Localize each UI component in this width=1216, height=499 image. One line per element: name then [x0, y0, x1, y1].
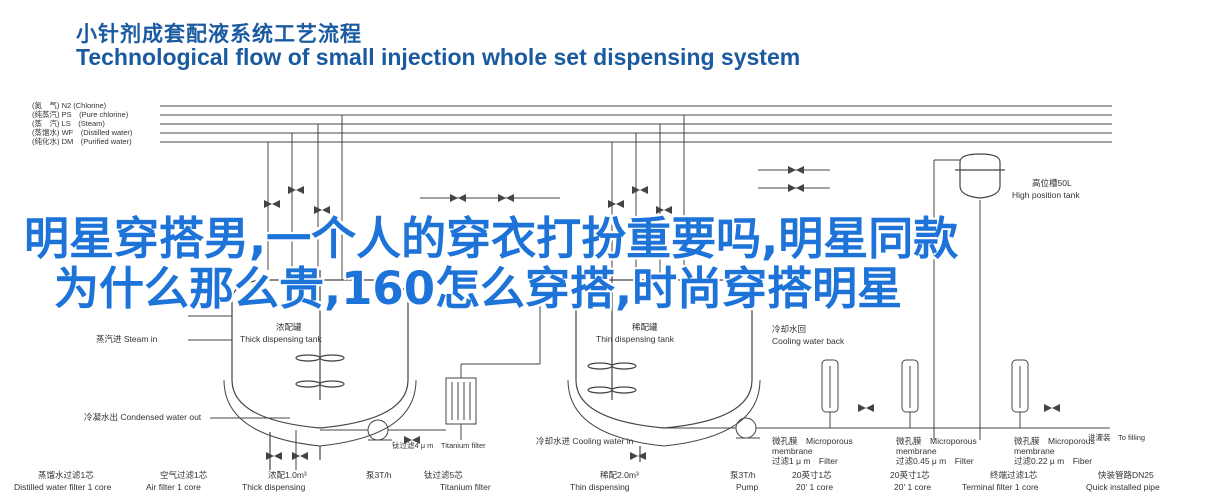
- bottom-label-cn: 蒸馏水过滤1芯: [38, 470, 94, 480]
- bottom-label-en: Quick installed pipe: [1086, 482, 1160, 492]
- label-steam-in: 蒸汽进 Steam in: [96, 334, 158, 344]
- label-high-tank-en: High position tank: [1012, 190, 1080, 200]
- label-membrane-1b: membrane: [772, 446, 813, 456]
- bottom-label-cn: 快装管路DN25: [1098, 470, 1154, 480]
- label-membrane-1a: 微孔膜 Microporous: [772, 436, 853, 446]
- label-cooling-back-en: Cooling water back: [772, 336, 845, 346]
- label-cooling-in: 冷却水进 Cooling water in: [536, 436, 634, 446]
- titanium-filter: [445, 300, 541, 440]
- bottom-label-cn: 20英寸1芯: [792, 470, 832, 480]
- label-membrane-2c: 过滤0.45 μ m Filter: [896, 456, 974, 466]
- overlay-headline-line2: 为什么那么贵,160怎么穿搭,时尚穿搭明星: [54, 262, 903, 315]
- legend-dm: (纯化水) DM (Purified water): [32, 136, 132, 146]
- bottom-label-cn: 浓配1.0m³: [268, 470, 307, 480]
- legend-wf: (蒸馏水) WF (Distilled water): [32, 127, 133, 137]
- label-thick-tank-cn: 浓配罐: [276, 322, 302, 332]
- bottom-label-cn: 泵3T/h: [730, 470, 756, 480]
- high-position-tank: [955, 153, 1005, 199]
- utility-legend: (氮 气) N2 (Chlorine) (纯蒸汽) PS (Pure chlor…: [32, 100, 133, 146]
- bottom-label-cn: 钛过滤5芯: [424, 470, 463, 480]
- valves: [264, 166, 1060, 460]
- bottom-label-en: 20' 1 core: [796, 482, 833, 492]
- bottom-label-cn: 泵3T/h: [366, 470, 392, 480]
- bottom-label-en: Thick dispensing: [242, 482, 306, 492]
- page-title-cn: 小针剂成套配液系统工艺流程: [76, 22, 362, 46]
- label-membrane-3a: 微孔膜 Microporous: [1014, 436, 1095, 446]
- label-membrane-2b: membrane: [896, 446, 937, 456]
- thin-dispensing-tank: [567, 270, 761, 462]
- label-condensed-out: 冷凝水出 Condensed water out: [84, 412, 202, 422]
- pump-thick: [320, 419, 446, 441]
- bottom-labels: 蒸馏水过滤1芯 Distilled water filter 1 core 空气…: [14, 470, 1160, 492]
- legend-ps: (纯蒸汽) PS (Pure chlorine): [32, 109, 129, 119]
- legend-n2: (氮 气) N2 (Chlorine): [32, 100, 107, 110]
- bottom-label-en: Pump: [736, 482, 758, 492]
- bottom-label-cn: 20英寸1芯: [890, 470, 930, 480]
- label-to-filling: 进灌装 To filling: [1088, 432, 1145, 442]
- bottom-label-cn: 稀配2.0m³: [600, 470, 639, 480]
- bottom-label-cn: 终端过滤1芯: [990, 470, 1038, 480]
- label-membrane-3b: membrane: [1014, 446, 1055, 456]
- label-ti-filter-top: 钛过滤4 μ m Titanium filter: [392, 440, 486, 450]
- label-thin-tank-cn: 稀配罐: [632, 322, 658, 332]
- label-high-tank-cn: 高位槽50L: [1032, 178, 1072, 188]
- label-membrane-3c: 过滤0.22 μ m Fiber: [1014, 456, 1092, 466]
- label-membrane-1c: 过滤1 μ m Filter: [772, 456, 838, 466]
- bottom-label-en: 20' 1 core: [894, 482, 931, 492]
- bottom-label-en: Titanium filter: [440, 482, 491, 492]
- membrane-filter-3: [1011, 359, 1029, 428]
- label-membrane-2a: 微孔膜 Microporous: [896, 436, 977, 446]
- page-title-en: Technological flow of small injection wh…: [76, 44, 801, 70]
- label-cooling-back-cn: 冷却水回: [772, 324, 806, 334]
- label-thin-tank-en: Thin dispensing tank: [596, 334, 675, 344]
- pump-thin: [664, 417, 1110, 439]
- label-thick-tank-en: Thick dispensing tank: [240, 334, 322, 344]
- thick-dispensing-tank: [223, 270, 417, 470]
- overlay-headline-line1: 明星穿搭男,一个人的穿衣打扮重要吗,明星同款: [24, 212, 959, 265]
- bottom-label-en: Distilled water filter 1 core: [14, 482, 112, 492]
- legend-ls: (蒸 汽) LS (Steam): [32, 118, 105, 128]
- bottom-label-en: Air filter 1 core: [146, 482, 201, 492]
- bottom-label-cn: 空气过滤1芯: [160, 470, 208, 480]
- bottom-label-en: Terminal filter 1 core: [962, 482, 1039, 492]
- bottom-label-en: Thin dispensing: [570, 482, 630, 492]
- membrane-filter-2: [901, 359, 919, 428]
- membrane-filter-1: [821, 359, 839, 428]
